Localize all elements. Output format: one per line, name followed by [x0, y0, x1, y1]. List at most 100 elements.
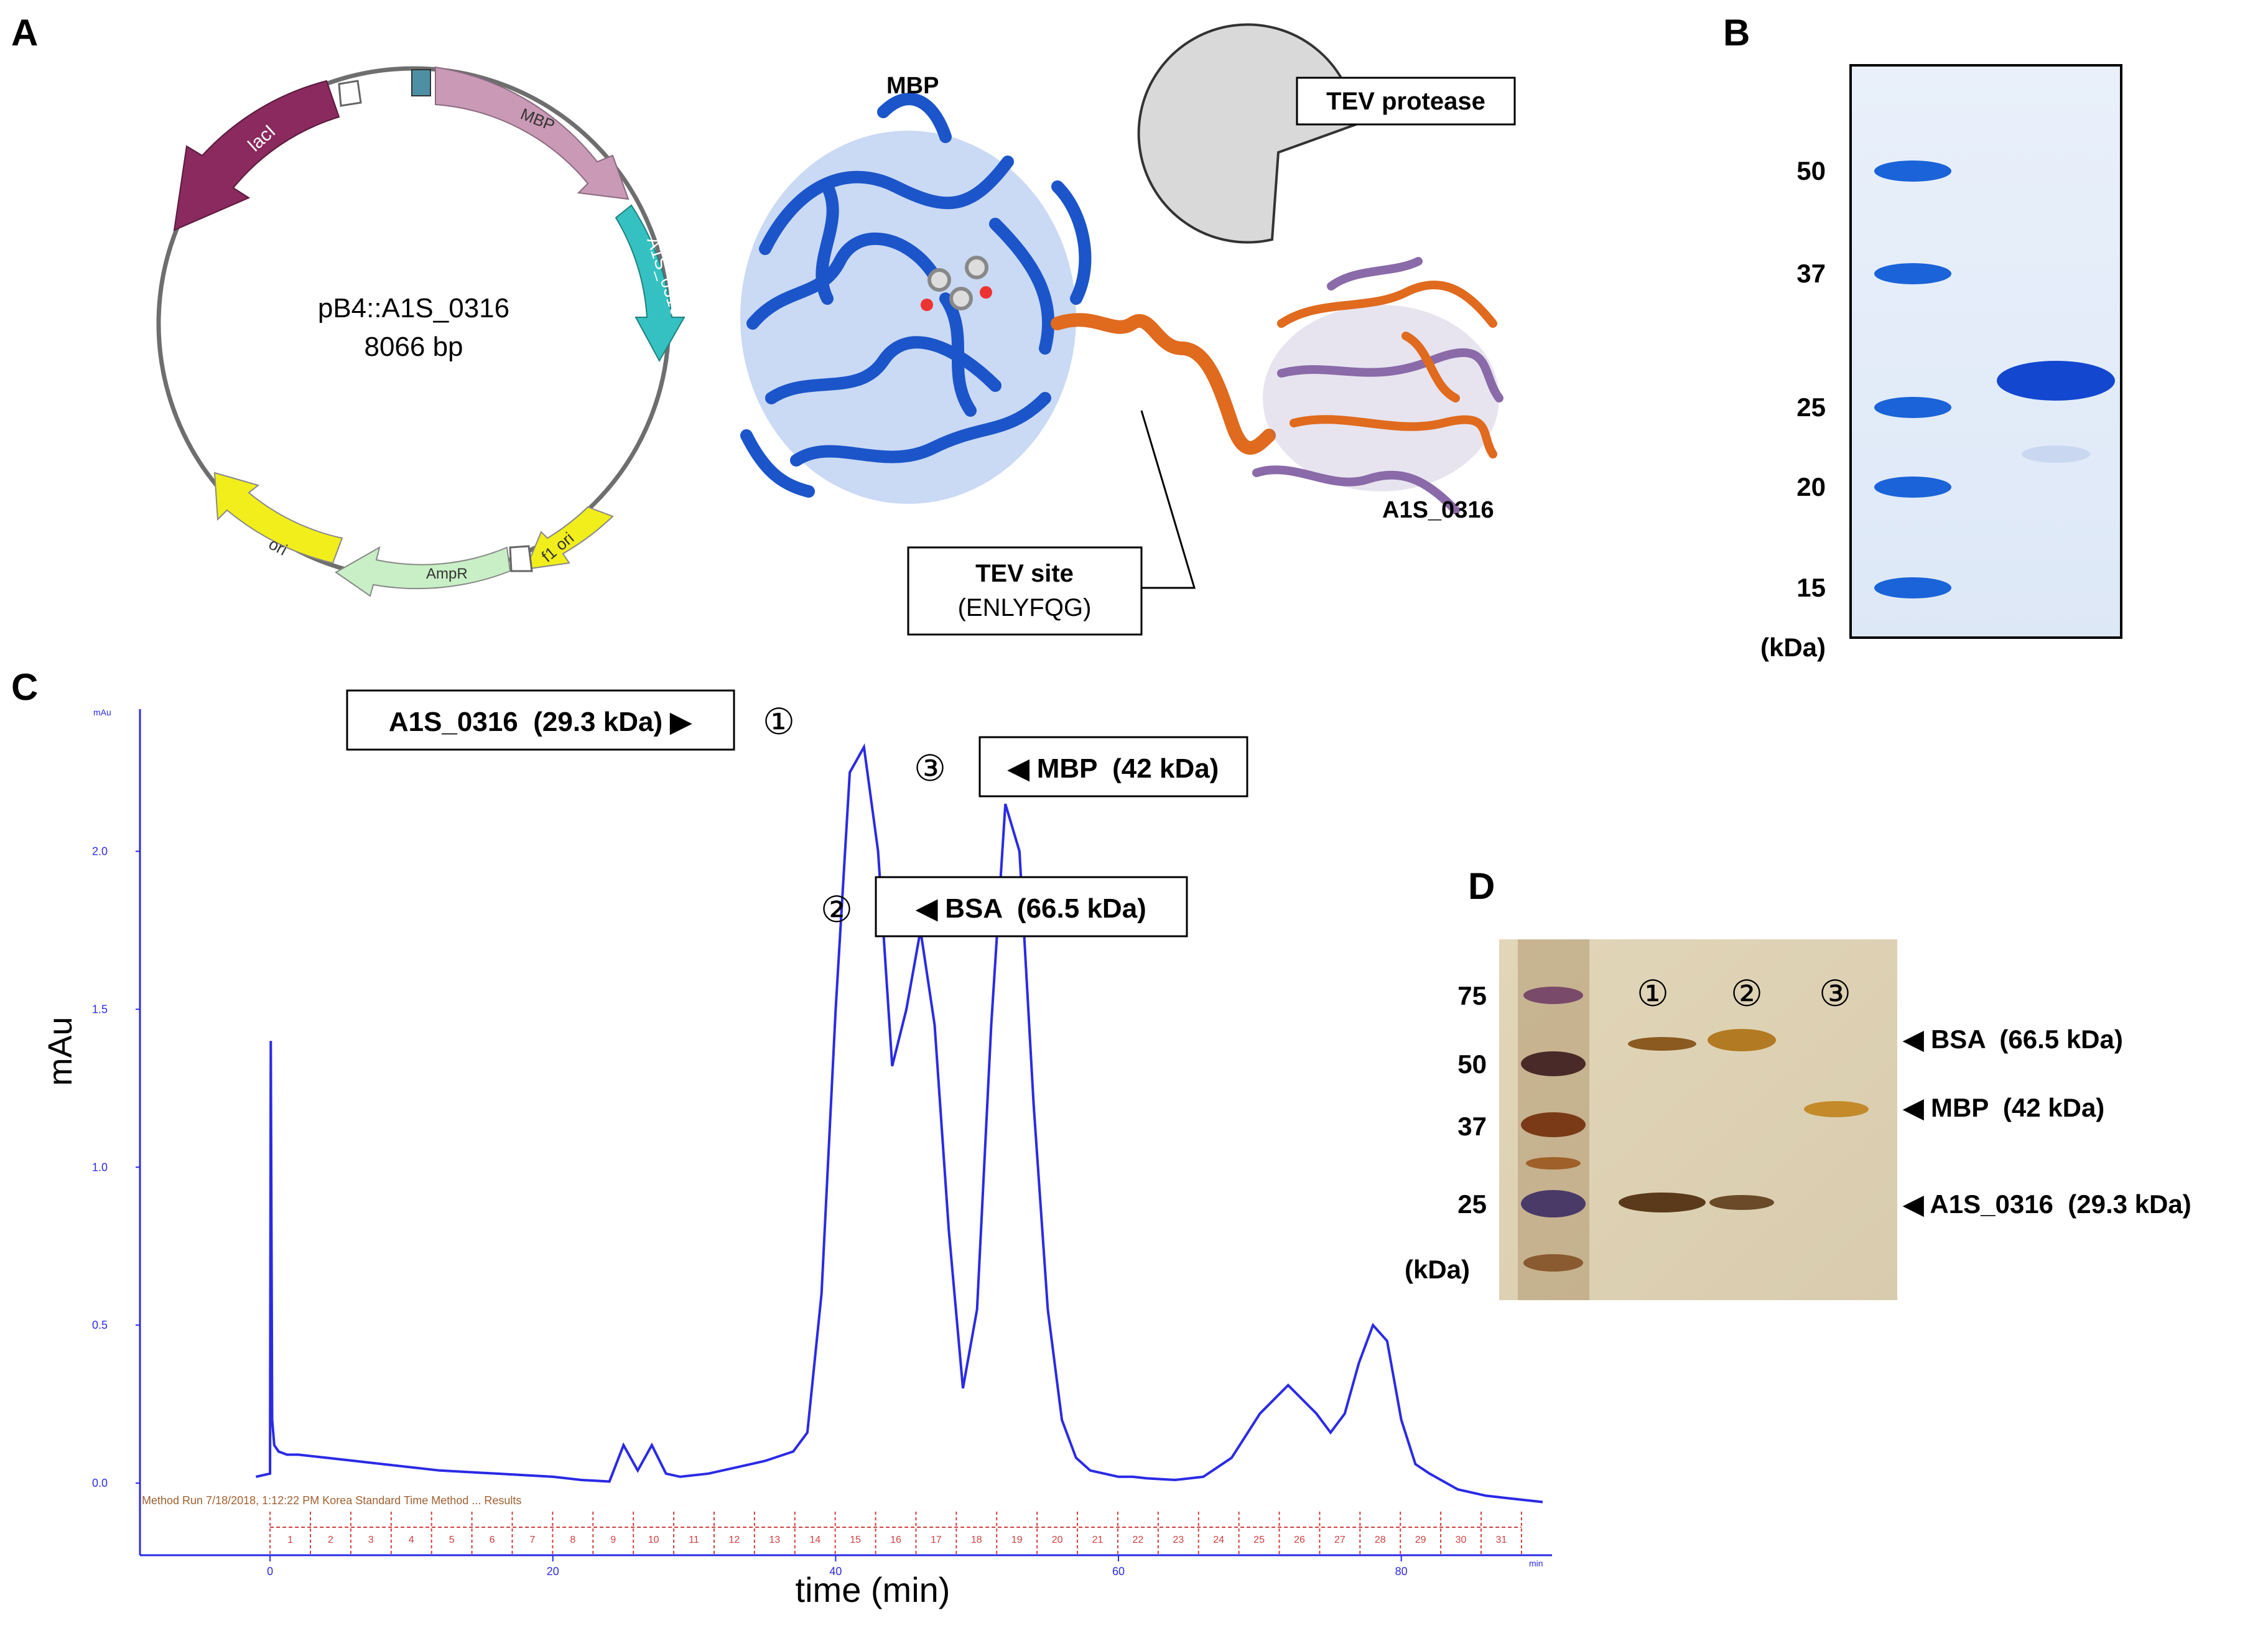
- gel-d-marker-label: 75: [1457, 981, 1487, 1010]
- x-tick-label: 80: [1395, 1565, 1408, 1578]
- gel-b-ladder-band: [1874, 263, 1951, 284]
- fraction-label: 30: [1456, 1535, 1467, 1545]
- plasmid-size: 8066 bp: [364, 332, 463, 362]
- fraction-label: 17: [931, 1535, 942, 1545]
- fraction-label: 14: [809, 1535, 820, 1545]
- gel-b-protein-band: [1997, 361, 2115, 401]
- tev-site-sequence: (ENLYFQG): [958, 594, 1092, 621]
- gel-d-marker-label: 50: [1457, 1049, 1487, 1079]
- chromatogram-y-axis-label: mAu: [42, 1016, 79, 1086]
- panel-letter-c: C: [11, 666, 39, 708]
- gel-d-ladder-bands: [1521, 987, 1586, 1272]
- fraction-label: 5: [449, 1535, 455, 1545]
- gel-b-ladder-band: [1874, 577, 1951, 598]
- fraction-label: 19: [1011, 1535, 1023, 1545]
- ori-feature: [213, 472, 343, 564]
- tev-protease-label: TEV protease: [1326, 88, 1485, 115]
- fraction-label: 12: [729, 1535, 740, 1545]
- fraction-label: 18: [971, 1535, 982, 1545]
- fraction-label: 15: [850, 1535, 861, 1545]
- peak2-box: [875, 876, 1188, 937]
- gel-d-lane3-mbp-band: [1804, 1101, 1869, 1117]
- fraction-label: 11: [689, 1535, 699, 1545]
- y-tick-label: 2.0: [92, 845, 108, 858]
- fraction-label: 3: [368, 1535, 374, 1545]
- chromatogram: mAu time (min) mAu min Method Run 7/18/2…: [42, 689, 1552, 1609]
- ampr-label: AmpR: [426, 565, 468, 582]
- ampr-feature: [335, 546, 511, 597]
- a1s-feature: [615, 204, 686, 363]
- ampr-promoter-marker: [509, 545, 533, 572]
- mbp-feature: [435, 66, 630, 200]
- fraction-label: 7: [529, 1535, 535, 1545]
- gel-d-marker-label: 37: [1457, 1112, 1487, 1141]
- gel-d-lane2-label: ②: [1731, 974, 1763, 1014]
- fraction-label: 1: [287, 1535, 293, 1545]
- protein-structure: MBP A1S_0316 TEV protease TEV site (ENLY…: [740, 23, 1516, 636]
- peak2-number: ②: [820, 890, 853, 930]
- rbs-marker: [411, 69, 431, 96]
- gel-b-unit: (kDa): [1760, 633, 1826, 662]
- f1ori-feature: [524, 506, 614, 570]
- y-tick-label: 1.5: [92, 1003, 108, 1015]
- tev-protease-shape: [1137, 23, 1358, 244]
- fraction-label: 23: [1173, 1535, 1184, 1545]
- gel-b-marker-label: 15: [1796, 573, 1826, 602]
- linker-helix: [1051, 313, 1276, 455]
- panel-letter-b: B: [1723, 12, 1750, 53]
- gel-d-lane1-label: ①: [1637, 974, 1669, 1014]
- mbp-ribbon-structure: [740, 93, 1092, 504]
- fraction-label: 27: [1334, 1535, 1345, 1545]
- tev-site-box: [907, 546, 1143, 636]
- x-axis-unit: min: [1529, 1558, 1543, 1568]
- fraction-label: 16: [890, 1535, 901, 1545]
- peak3-number: ③: [914, 748, 946, 789]
- gel-d-bsa-annotation: ◀ BSA (66.5 kDa): [1902, 1025, 2123, 1054]
- tev-site-pointer: [1140, 410, 1196, 589]
- plasmid-map: lacI MBP A1S_0316 f1 ori AmpR ori pB4::A…: [156, 66, 687, 597]
- x-tick-label: 0: [267, 1565, 273, 1578]
- x-tick-label: 40: [829, 1565, 842, 1578]
- gel-d-lane1-a1s-band: [1619, 1193, 1706, 1212]
- chromatogram-trace: [255, 743, 1543, 1504]
- fraction-label: 2: [328, 1535, 333, 1545]
- y-tick-label: 0.5: [92, 1319, 108, 1331]
- tev-site-label: TEV site: [975, 560, 1074, 587]
- fraction-label: 29: [1415, 1535, 1426, 1545]
- peak1-label: A1S_0316 (29.3 kDa) ▶: [389, 707, 693, 737]
- fraction-label: 22: [1132, 1535, 1143, 1545]
- gel-d-lane3-label: ③: [1819, 974, 1851, 1014]
- gel-b-marker-label: 50: [1796, 156, 1826, 185]
- y-tick-label: 0.0: [92, 1477, 108, 1489]
- chromatogram-x-axis-label: time (min): [796, 1570, 950, 1609]
- fraction-label: 25: [1253, 1535, 1265, 1545]
- peak2-label: ◀ BSA (66.5 kDa): [915, 893, 1146, 924]
- promoter-marker: [338, 80, 362, 107]
- x-tick-label: 20: [547, 1565, 559, 1578]
- gel-b-frame: [1849, 64, 2122, 639]
- plasmid-name: pB4::A1S_0316: [318, 293, 509, 323]
- gel-d-marker-label: 25: [1457, 1189, 1487, 1219]
- gel-d-a1s-annotation: ◀ A1S_0316 (29.3 kDa): [1902, 1189, 2191, 1219]
- method-text: Method Run 7/18/2018, 1:12:22 PM Korea S…: [142, 1494, 521, 1507]
- gel-d-marker-labels: 75 50 37 25: [1457, 981, 1487, 1219]
- y-axis-unit: mAu: [93, 707, 111, 717]
- gel-d-lane2-bsa-band: [1708, 1029, 1776, 1051]
- a1s-ribbon-structure: [1252, 257, 1503, 514]
- peak1-box: [346, 689, 735, 751]
- gel-b-marker-label: 20: [1796, 472, 1826, 501]
- fraction-label: 20: [1052, 1535, 1063, 1545]
- fraction-label: 26: [1294, 1535, 1305, 1545]
- gel-d-lane1-bsa-band: [1628, 1037, 1696, 1051]
- peak1-number: ①: [763, 702, 795, 742]
- x-tick-label: 60: [1112, 1565, 1125, 1578]
- gel-b-faint-band: [2022, 445, 2090, 463]
- peak3-label: ◀ MBP (42 kDa): [1007, 753, 1219, 784]
- fraction-label: 31: [1496, 1535, 1507, 1545]
- a1s-structure-label: A1S_0316: [1382, 497, 1494, 523]
